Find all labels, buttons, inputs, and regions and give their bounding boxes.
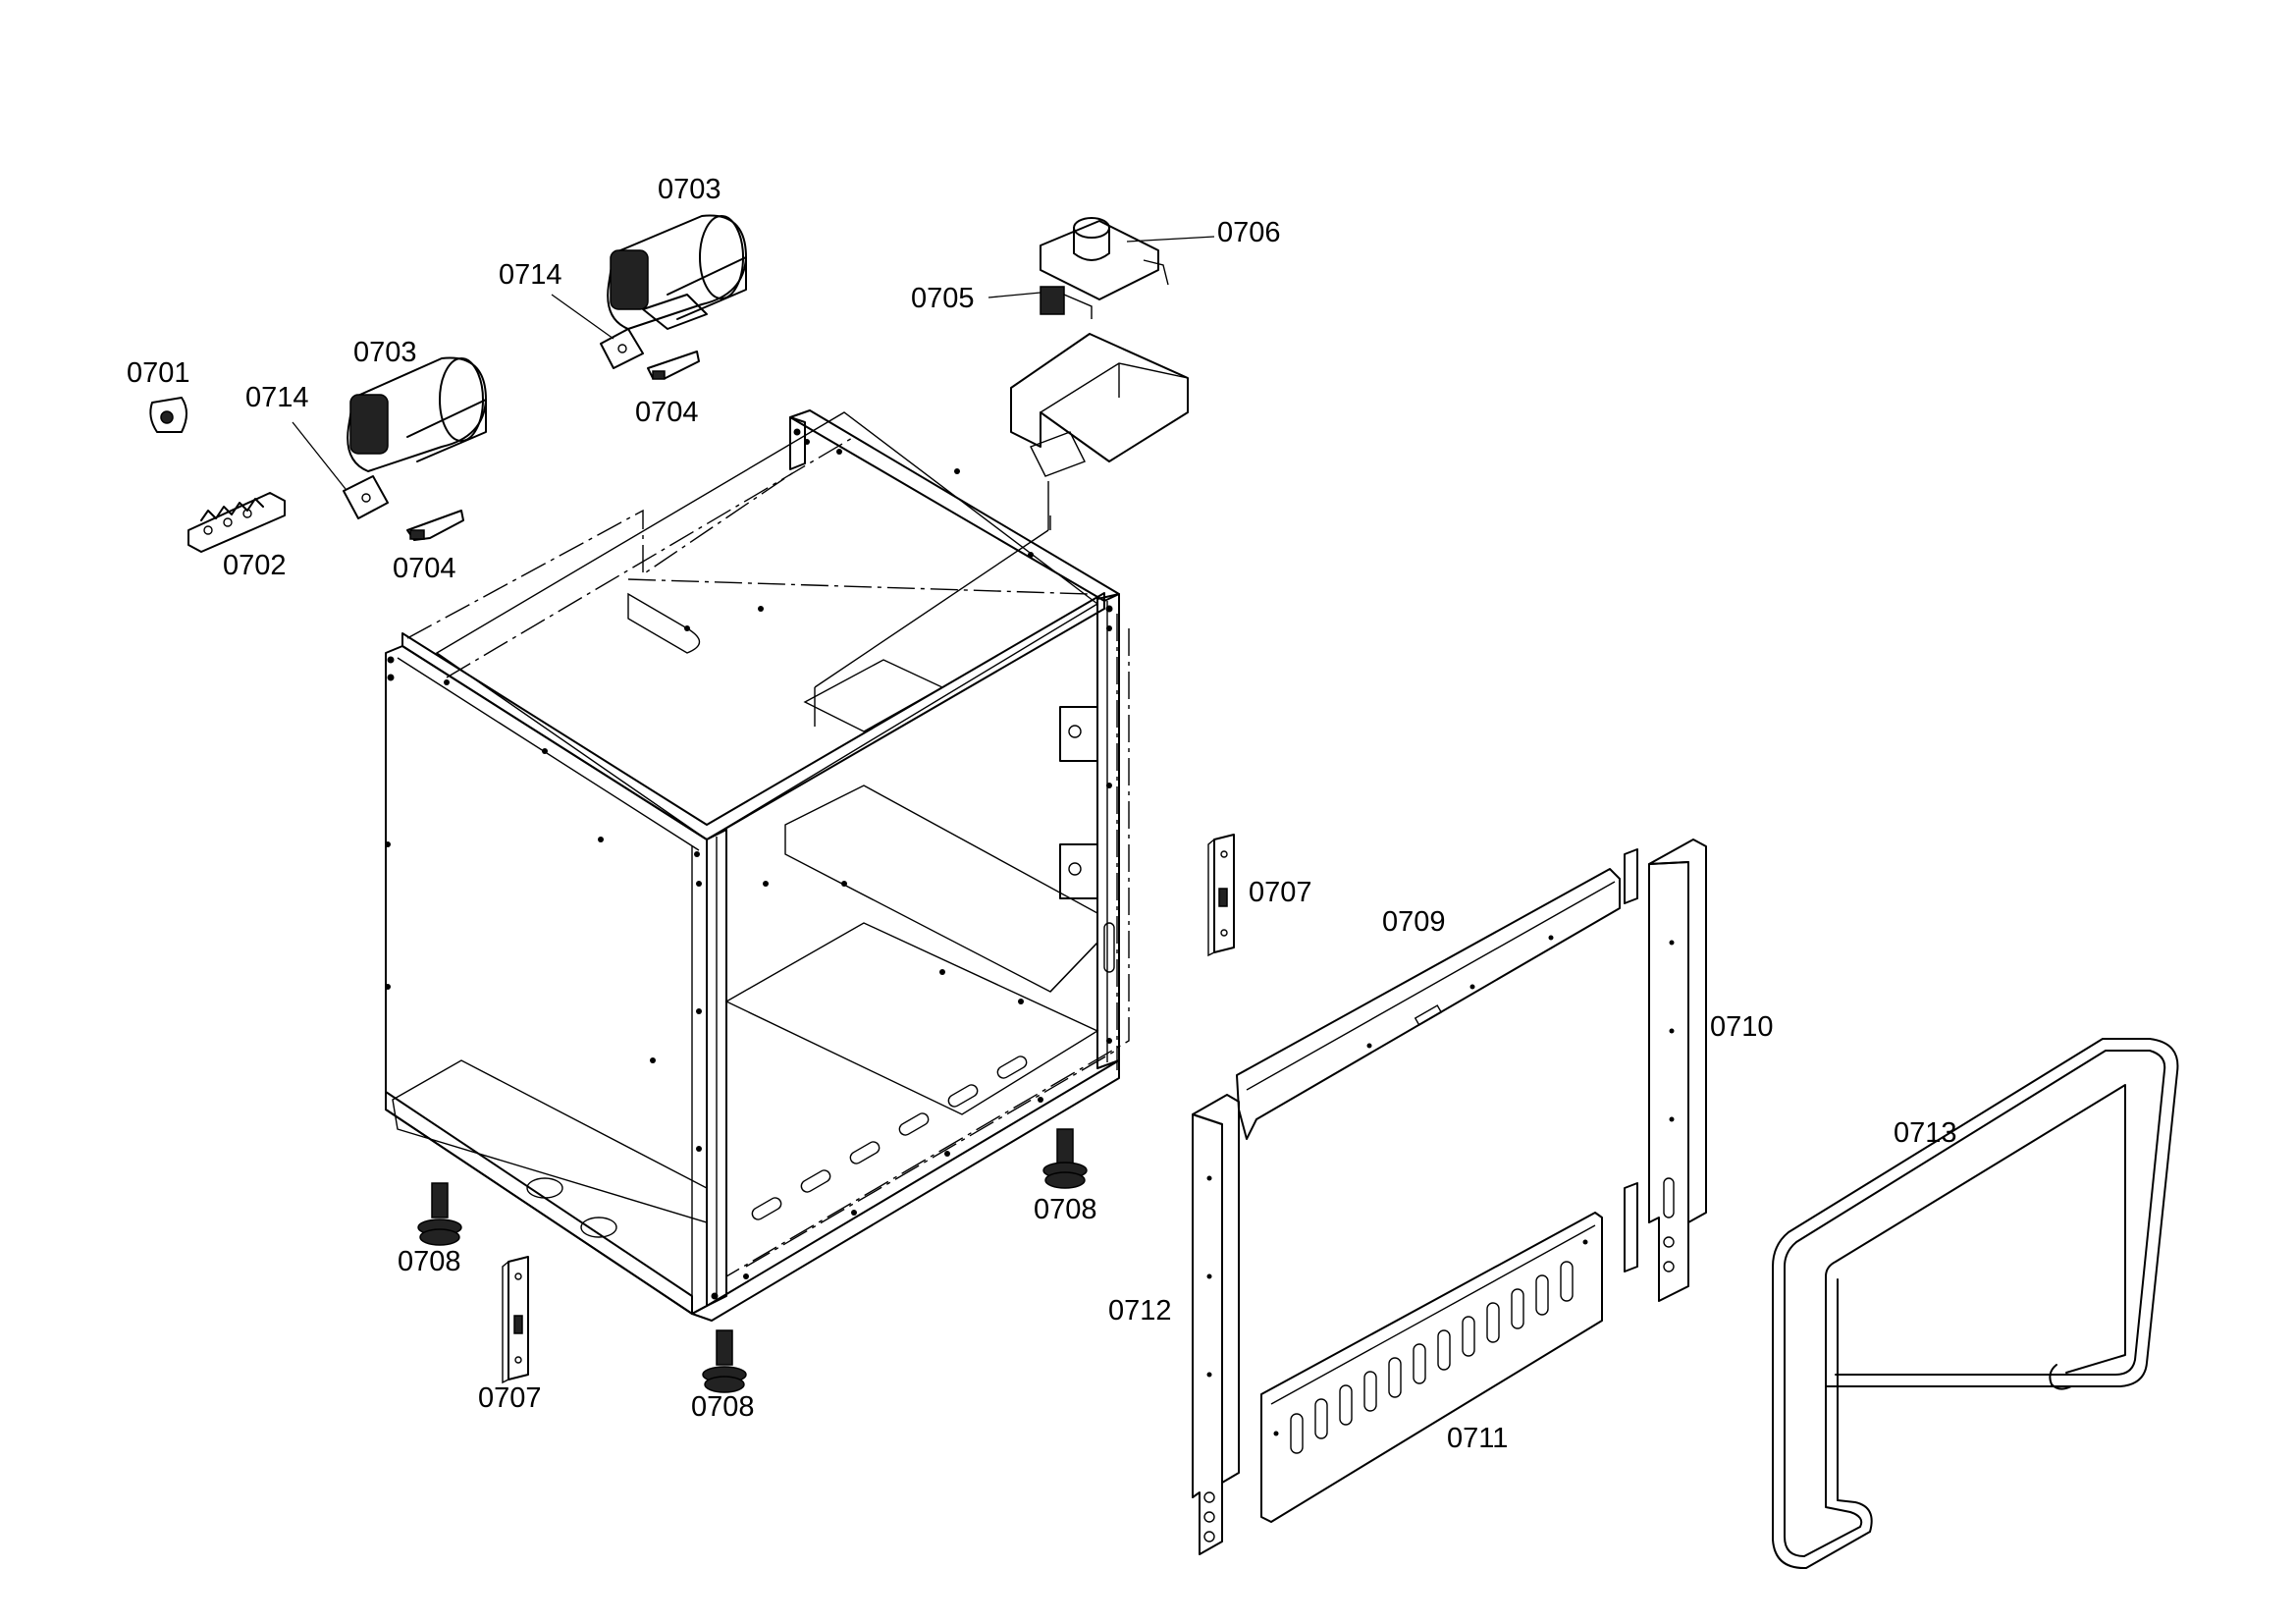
- label-0711: 0711: [1447, 1423, 1508, 1454]
- side-rail-left-0712: [1192, 1094, 1240, 1555]
- label-0703-upper: 0703: [658, 174, 721, 205]
- label-0702: 0702: [223, 550, 287, 581]
- label-0713: 0713: [1894, 1117, 1957, 1149]
- panel-slots: [1290, 1261, 1574, 1454]
- label-0704-lower: 0704: [393, 553, 456, 584]
- label-0705: 0705: [911, 283, 975, 314]
- cabinet-screws: [385, 428, 1113, 1300]
- label-0704-upper: 0704: [635, 397, 699, 428]
- label-0707-left: 0707: [478, 1382, 542, 1414]
- leveling-leg-right-0708: [1042, 1128, 1088, 1189]
- top-rail-0709: [1236, 868, 1621, 1140]
- label-0709: 0709: [1382, 906, 1446, 938]
- terminal-strip-0702: [187, 492, 286, 553]
- part-labels: 0701 0702 0703 0703 0704 0704 0705 0706 …: [127, 174, 1957, 1454]
- fan-motor-lower-0703: [347, 356, 487, 472]
- bottom-rail-slots: [751, 1056, 1028, 1220]
- leveling-leg-left-0708: [417, 1182, 462, 1246]
- thermostat-0701: [149, 397, 187, 433]
- label-0708-right: 0708: [1034, 1194, 1097, 1225]
- label-0701: 0701: [127, 357, 190, 389]
- clip-upper-0704: [647, 351, 700, 380]
- label-0706: 0706: [1217, 217, 1281, 248]
- hinge-bracket-right-0707: [1207, 834, 1235, 957]
- bracket-upper-0714: [600, 328, 644, 369]
- wire-frame-0713: [1772, 1038, 2179, 1570]
- hinge-bracket-left-0707: [502, 1256, 529, 1384]
- switch-0705: [1040, 286, 1093, 319]
- label-0710: 0710: [1710, 1011, 1774, 1043]
- leader-lines: [292, 236, 1215, 490]
- label-0712: 0712: [1108, 1295, 1172, 1326]
- label-0714-lower: 0714: [245, 382, 309, 413]
- label-0708-center: 0708: [691, 1391, 755, 1423]
- side-rail-right-0710: [1624, 839, 1707, 1302]
- cabinet-frame: [385, 409, 1130, 1322]
- label-0714-upper: 0714: [499, 259, 562, 291]
- leveling-leg-center-0708: [702, 1329, 747, 1393]
- terminal-block-0706: [1040, 217, 1169, 300]
- label-0707-right: 0707: [1249, 877, 1312, 908]
- label-0703-lower: 0703: [353, 337, 417, 368]
- label-0708-left: 0708: [398, 1246, 461, 1277]
- bottom-panel-0711: [1260, 1212, 1603, 1523]
- control-housing: [814, 333, 1189, 688]
- bracket-lower-0714: [343, 475, 389, 519]
- fan-motor-upper-0703: [607, 214, 747, 330]
- clip-lower-0704: [406, 510, 464, 541]
